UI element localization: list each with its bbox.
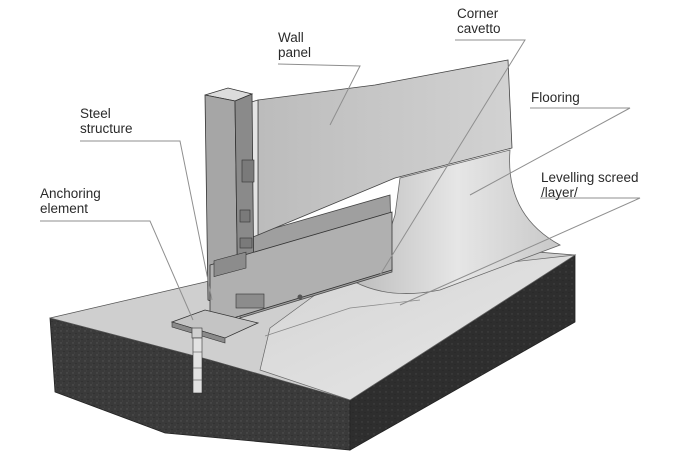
label-flooring-line1: Flooring xyxy=(531,90,580,105)
rail-connector xyxy=(213,251,247,278)
label-levelling-screed-line1: Levelling screed xyxy=(541,170,639,185)
label-anchoring-element-line2: element xyxy=(40,201,89,216)
label-wall-panel-line2: panel xyxy=(278,45,312,60)
label-anchoring-element-line1: Anchoring xyxy=(40,186,101,201)
leader-steel-structure xyxy=(80,140,213,301)
leader-lines xyxy=(40,39,641,321)
label-steel-structure-line1: Steel xyxy=(80,106,111,121)
leader-anchoring-element xyxy=(40,220,194,321)
label-levelling-screed-line2: /layer/ xyxy=(541,185,578,200)
label-flooring: Flooring xyxy=(531,90,580,105)
anchor-nut xyxy=(191,327,203,339)
label-wall-panel-line1: Wall xyxy=(278,30,304,45)
rail-hole xyxy=(297,294,303,300)
rail-bolt-plate xyxy=(235,293,265,309)
leader-corner-cavetto xyxy=(379,39,526,276)
label-corner-cavetto-line1: Corner xyxy=(457,6,499,21)
leader-flooring xyxy=(469,107,631,196)
anchoring-element xyxy=(192,337,203,394)
leader-wall-panel xyxy=(277,63,361,126)
bracket-lower xyxy=(239,237,253,249)
label-steel-structure: Steel structure xyxy=(80,106,133,136)
bracket-mid xyxy=(239,209,251,223)
label-steel-structure-line2: structure xyxy=(80,121,133,136)
leader-levelling-screed xyxy=(399,197,641,306)
screed-edge-line xyxy=(264,299,421,337)
label-anchoring-element: Anchoring element xyxy=(40,186,101,216)
label-corner-cavetto-line2: cavetto xyxy=(457,21,501,36)
label-levelling-screed: Levelling screed /layer/ xyxy=(541,170,639,200)
label-wall-panel: Wall panel xyxy=(278,30,311,60)
label-corner-cavetto: Corner cavetto xyxy=(457,6,501,36)
bracket-upper xyxy=(241,159,255,183)
